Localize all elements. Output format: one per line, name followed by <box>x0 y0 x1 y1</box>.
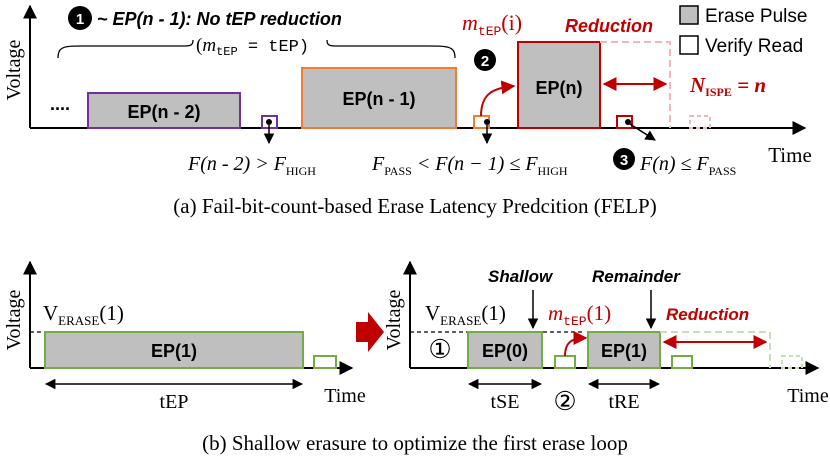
reduction-label-b: Reduction <box>666 305 749 324</box>
pulse-ep0-label: EP(0) <box>482 341 528 361</box>
condition-1: F(n - 2) > FHIGH <box>187 153 316 178</box>
pulse-ep-n-label: EP(n) <box>536 78 583 98</box>
m-arrow <box>480 80 516 117</box>
legend-verify-swatch <box>679 35 699 55</box>
y-axis-label-a: Voltage <box>3 40 25 101</box>
step2-number: 2 <box>481 53 489 70</box>
verify-read-right <box>671 355 693 369</box>
bracket-label: (mtEP = tEP) <box>196 35 309 59</box>
removed-verify-outline-b <box>781 355 803 369</box>
nispe-label: NISPE = n <box>689 73 766 99</box>
caption-a: (a) Fail-bit-count-based Erase Latency P… <box>173 194 656 218</box>
step2-badge <box>474 49 496 71</box>
transition-arrow <box>356 312 384 352</box>
y-axis-label-b-right: Voltage <box>383 290 405 351</box>
bracket-right <box>326 39 456 59</box>
pulse-ep-n <box>517 41 601 129</box>
pulse-ep-n-1-label: EP(n - 1) <box>342 89 415 109</box>
removed-pulse-outline-b <box>660 331 771 368</box>
condition-2: FPASS < F(n − 1) ≤ FHIGH <box>371 153 568 178</box>
verify-arrow-n <box>629 123 656 141</box>
removed-pulse-outline <box>600 41 671 128</box>
verase-label-right: VERASE(1) <box>425 301 506 328</box>
panel-a: Voltage Time .... 1 ~ EP(n - 1): No tEP … <box>3 4 812 218</box>
tre-label: tRE <box>608 391 639 413</box>
m-tep-i-label: mtEP(i) <box>462 10 522 39</box>
verify-dot-n <box>625 119 631 125</box>
pulse-ep1-right <box>587 331 661 369</box>
pulse-ep1-left-label: EP(1) <box>151 341 197 361</box>
shallow-label: Shallow <box>488 267 554 286</box>
pulse-ep1-right-label: EP(1) <box>601 341 647 361</box>
caption-b: (b) Shallow erasure to optimize the firs… <box>202 431 628 455</box>
verify-read-n <box>616 115 633 129</box>
removed-verify-outline <box>689 115 711 129</box>
x-axis-label-b-left: Time <box>324 385 366 407</box>
verify-read-left <box>313 355 337 369</box>
verify-read-shallow <box>554 355 576 369</box>
y-axis-label-b-left: Voltage <box>3 290 25 351</box>
bracket-left <box>57 39 194 59</box>
step3-number: 3 <box>620 152 628 169</box>
step1-text: ~ EP(n - 1): No tEP reduction <box>97 9 342 29</box>
verify-dot-n-1 <box>484 119 490 125</box>
m-tep-1-label: mtEP(1) <box>548 301 611 329</box>
legend-erase-swatch <box>679 5 699 25</box>
condition-3: F(n) ≤ FPASS <box>639 153 736 178</box>
step1-badge <box>68 6 92 30</box>
step3-badge <box>613 148 635 170</box>
verase-label-left: VERASE(1) <box>43 301 124 328</box>
panel-b-left: Voltage Time VERASE(1) EP(1) tEP <box>3 260 366 413</box>
ellipsis: .... <box>50 94 70 114</box>
x-axis-label-a: Time <box>768 143 812 167</box>
circle-2: ② <box>553 387 576 416</box>
circle-1: ① <box>428 335 451 364</box>
m-arrow-b <box>564 331 588 357</box>
legend-erase-label: Erase Pulse <box>705 6 807 27</box>
step1-number: 1 <box>76 11 84 28</box>
pulse-ep0 <box>467 331 543 369</box>
tse-label: tSE <box>491 391 520 413</box>
pulse-ep-n-1 <box>301 67 457 129</box>
x-axis-label-b-right: Time <box>787 385 829 407</box>
pulse-ep1-left <box>44 331 304 369</box>
reduction-label-a: Reduction <box>565 16 653 36</box>
pulse-ep-n-2 <box>87 92 241 129</box>
legend-verify-label: Verify Read <box>705 36 803 57</box>
tep-label: tEP <box>160 391 189 413</box>
remainder-label: Remainder <box>592 267 681 286</box>
pulse-ep-n-2-label: EP(n - 2) <box>127 102 200 122</box>
verify-dot-n-2 <box>266 119 272 125</box>
panel-b-right: Voltage Time VERASE(1) Shallow Remainder… <box>383 260 829 416</box>
